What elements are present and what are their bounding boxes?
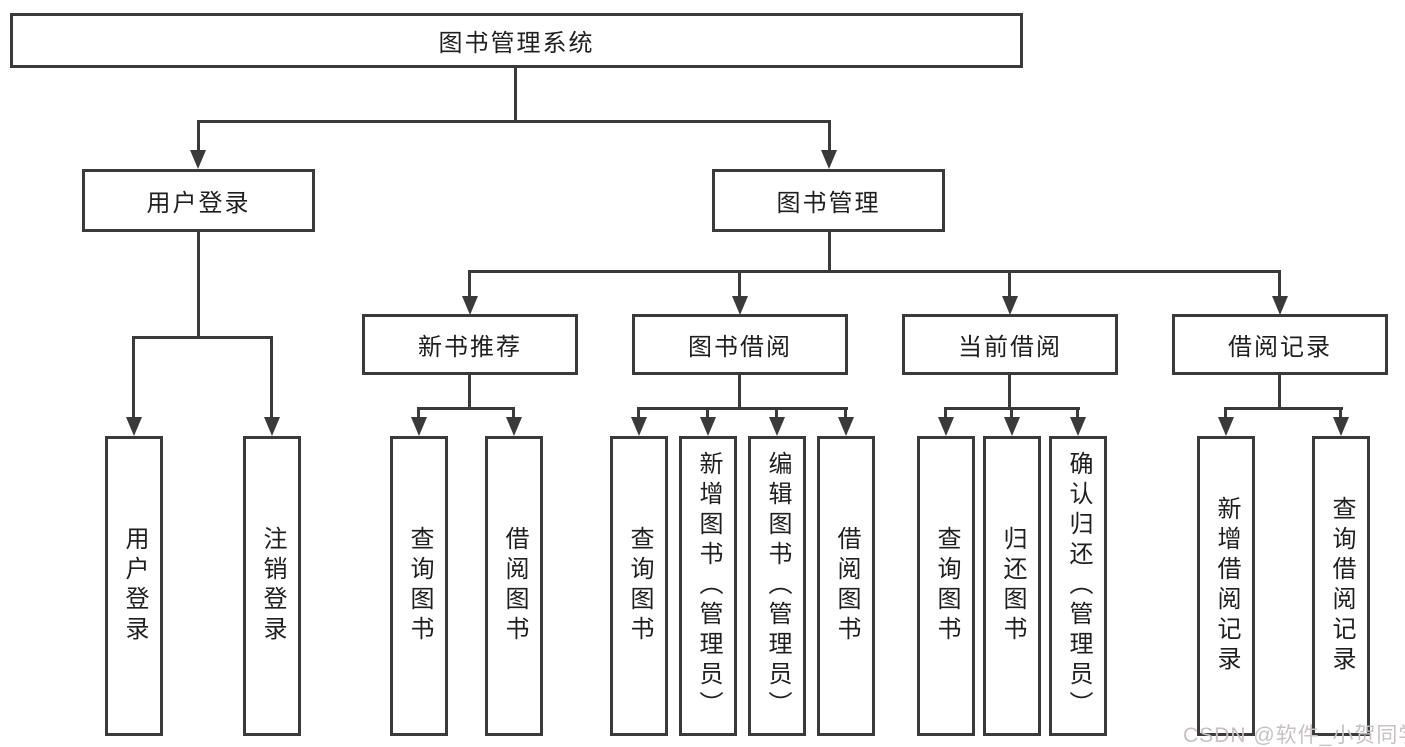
node-label: 当前借阅 (958, 334, 1062, 361)
node-book-management: 图书管理 (712, 169, 945, 232)
leaf-label: 用户登录 (121, 526, 148, 646)
node-user-login: 用户登录 (82, 169, 315, 232)
leaf-label: 查询图书 (933, 526, 960, 646)
connector-line (637, 407, 640, 419)
csdn-watermark: CSDN @软件_小贺同学 (1183, 724, 1405, 747)
leaf-user-login: 用户登录 (105, 436, 163, 736)
leaf-label: 借阅图书 (501, 526, 528, 646)
leaf-query-borrow-record: 查询借阅记录 (1312, 436, 1370, 736)
arrow-down-icon (1333, 417, 1349, 436)
connector-line (828, 120, 831, 152)
arrow-down-icon (631, 417, 647, 436)
connector-line (844, 407, 847, 419)
node-label: 图书管理 (776, 190, 881, 217)
leaf-label: 查询图书 (406, 526, 433, 646)
connector-line (775, 407, 778, 419)
leaf-query-books-1: 查询图书 (390, 436, 448, 736)
node-label: 新书推荐 (418, 334, 522, 361)
connector-line (468, 375, 471, 407)
connector-line (512, 407, 515, 419)
connector-line (738, 270, 741, 298)
connector-line (197, 232, 200, 336)
connector-line (1278, 375, 1281, 407)
connector-line (1010, 407, 1013, 419)
arrow-down-icon (700, 417, 716, 436)
arrow-down-icon (838, 417, 854, 436)
connector-line (270, 336, 273, 417)
connector-line (1076, 407, 1079, 419)
leaf-label: 确认归还（管理员） (1065, 451, 1092, 721)
arrow-down-icon (126, 417, 142, 436)
arrow-down-icon (1002, 296, 1018, 315)
connector-line (828, 232, 831, 270)
arrow-down-icon (1272, 296, 1288, 315)
connector-line (1008, 375, 1011, 407)
connector-line (417, 407, 515, 410)
leaf-label: 归还图书 (999, 526, 1026, 646)
connector-line (468, 270, 1281, 273)
leaf-label: 编辑图书（管理员） (764, 451, 791, 721)
leaf-add-book-admin: 新增图书（管理员） (679, 436, 737, 736)
node-label: 图书管理系统 (438, 30, 595, 57)
arrow-down-icon (264, 417, 280, 436)
node-label: 借阅记录 (1228, 334, 1332, 361)
leaf-borrow-books-2: 借阅图书 (817, 436, 875, 736)
arrow-down-icon (938, 417, 954, 436)
connector-line (514, 68, 517, 120)
leaf-return-book: 归还图书 (983, 436, 1041, 736)
arrow-down-icon (506, 417, 522, 436)
arrow-down-icon (769, 417, 785, 436)
connector-line (738, 375, 741, 407)
arrow-down-icon (1004, 417, 1020, 436)
node-current-borrow: 当前借阅 (902, 314, 1118, 375)
connector-line (132, 336, 273, 339)
node-label: 图书借阅 (688, 334, 792, 361)
leaf-label: 新增图书（管理员） (695, 451, 722, 721)
node-book-borrow: 图书借阅 (632, 314, 848, 375)
arrow-down-icon (732, 296, 748, 315)
arrow-down-icon (1218, 417, 1234, 436)
connector-line (706, 407, 709, 419)
leaf-confirm-return-admin: 确认归还（管理员） (1049, 436, 1107, 736)
connector-line (468, 270, 471, 298)
node-label: 用户登录 (146, 190, 251, 217)
leaf-query-books-2: 查询图书 (610, 436, 668, 736)
node-new-book-recommend: 新书推荐 (362, 314, 578, 375)
leaf-label: 查询图书 (626, 526, 653, 646)
connector-line (197, 120, 200, 152)
connector-line (944, 407, 947, 419)
leaf-query-books-3: 查询图书 (917, 436, 975, 736)
connector-line (1278, 270, 1281, 298)
node-library-system: 图书管理系统 (10, 13, 1023, 68)
connector-line (1224, 407, 1343, 410)
leaf-label: 新增借阅记录 (1213, 496, 1240, 676)
arrow-down-icon (1070, 417, 1086, 436)
connector-line (637, 407, 848, 410)
leaf-add-borrow-record: 新增借阅记录 (1197, 436, 1255, 736)
connector-line (417, 407, 420, 419)
node-borrow-records: 借阅记录 (1172, 314, 1388, 375)
connector-line (132, 336, 135, 417)
connector-line (1224, 407, 1227, 419)
leaf-edit-book-admin: 编辑图书（管理员） (748, 436, 806, 736)
arrow-down-icon (462, 296, 478, 315)
leaf-label: 注销登录 (259, 526, 286, 646)
arrow-down-icon (190, 150, 206, 169)
connector-line (1008, 270, 1011, 298)
connector-line (197, 120, 831, 123)
connector-line (1339, 407, 1342, 419)
leaf-label: 借阅图书 (833, 526, 860, 646)
leaf-borrow-books-1: 借阅图书 (485, 436, 543, 736)
leaf-label: 查询借阅记录 (1328, 496, 1355, 676)
arrow-down-icon (821, 150, 837, 169)
arrow-down-icon (411, 417, 427, 436)
leaf-logout: 注销登录 (243, 436, 301, 736)
